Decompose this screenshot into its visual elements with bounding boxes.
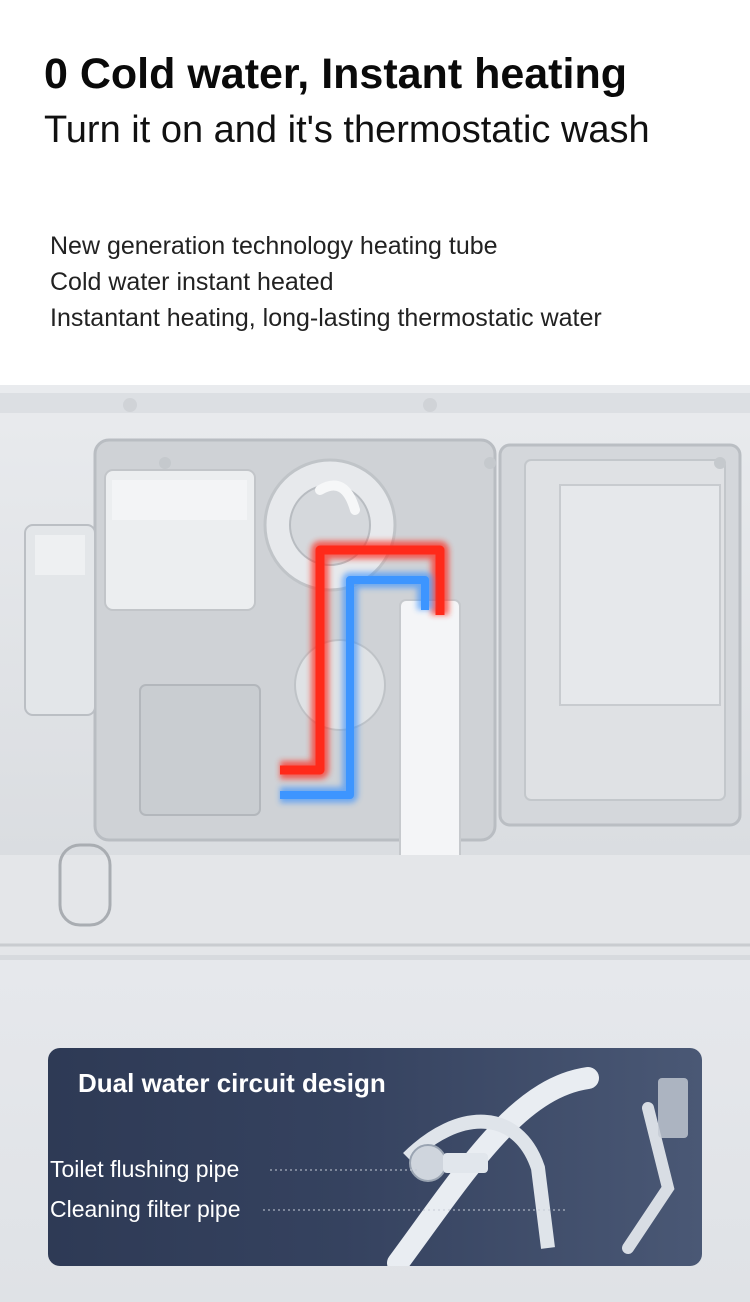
feature-item: New generation technology heating tube bbox=[50, 232, 498, 260]
heater-internals-illustration bbox=[0, 385, 750, 985]
headline: 0 Cold water, Instant heating bbox=[44, 50, 627, 98]
pipe-fitting-illustration bbox=[263, 1067, 688, 1266]
toilet-flushing-pipe-label: Toilet flushing pipe bbox=[50, 1156, 240, 1182]
subheadline: Turn it on and it's thermostatic wash bbox=[44, 109, 650, 151]
panel-title: Dual water circuit design bbox=[78, 1068, 386, 1098]
dual-circuit-panel: Dual water circuit design Toilet flushin… bbox=[48, 1048, 702, 1266]
feature-list: New generation technology heating tube C… bbox=[50, 228, 602, 336]
feature-item: Instantant heating, long-lasting thermos… bbox=[50, 304, 602, 332]
cleaning-filter-pipe-label: Cleaning filter pipe bbox=[50, 1196, 241, 1222]
feature-item: Cold water instant heated bbox=[50, 268, 334, 296]
header-section: 0 Cold water, Instant heating Turn it on… bbox=[0, 0, 750, 385]
